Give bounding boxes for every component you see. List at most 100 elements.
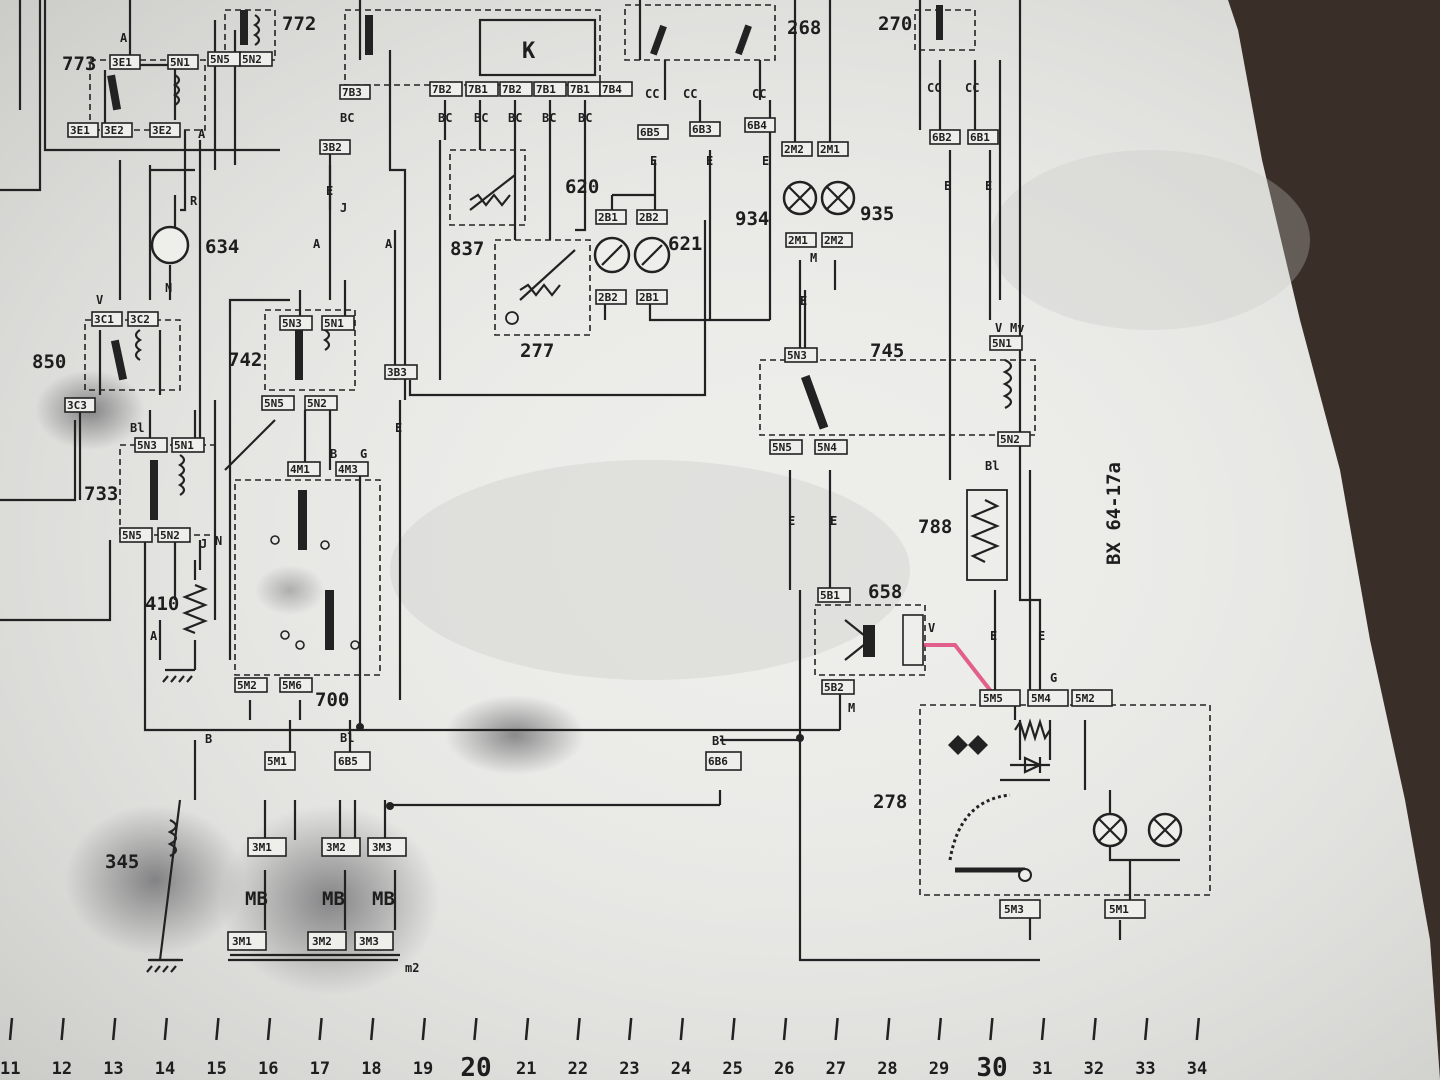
component-symbols <box>107 5 1183 973</box>
wire-label: E <box>944 179 951 193</box>
wire-label: CC <box>752 87 766 101</box>
wire-label: G <box>360 447 367 461</box>
ruler-tick <box>885 1017 891 1041</box>
conn-label: 5N5 <box>210 53 230 66</box>
label-658: 658 <box>868 581 902 603</box>
conn-label: 5N3 <box>787 349 807 362</box>
ruler-tick <box>473 1017 478 1041</box>
conn-label: 2B1 <box>639 291 659 304</box>
wire-label: R <box>190 194 198 208</box>
ruler-tick <box>1040 1017 1046 1041</box>
wire-label: B <box>330 447 337 461</box>
wire-label: A <box>120 31 128 45</box>
ruler-label: 23 <box>619 1059 639 1079</box>
ruler-tick <box>1092 1017 1097 1041</box>
conn-label: 3E2 <box>104 124 124 137</box>
component-numbers: 772 773 634 850 733 410 742 700 345 837 … <box>32 13 1125 975</box>
ruler-tick <box>163 1017 169 1041</box>
ruler-tick <box>989 1017 994 1041</box>
conn-label: 4M3 <box>338 463 358 476</box>
label-788: 788 <box>918 516 952 538</box>
ruler-label: 25 <box>722 1059 742 1079</box>
conn-label: 5N1 <box>992 337 1012 350</box>
wire-label: Mv <box>1010 321 1024 335</box>
label-270: 270 <box>878 13 912 35</box>
conn-label: 3B3 <box>387 366 407 379</box>
wire-label: BC <box>340 111 354 125</box>
conn-label: 5N5 <box>122 529 142 542</box>
wire-label: B <box>205 732 212 746</box>
conn-label: 4M1 <box>290 463 310 476</box>
ruler-tick <box>369 1017 375 1041</box>
conn-label: 6B5 <box>338 755 358 768</box>
label-277: 277 <box>520 340 554 362</box>
label-837: 837 <box>450 238 484 260</box>
label-410: 410 <box>145 593 179 615</box>
wire-label: CC <box>927 81 941 95</box>
ruler-label: 12 <box>52 1059 72 1079</box>
ruler-label: 33 <box>1135 1059 1155 1079</box>
wire-label: MB <box>372 888 395 910</box>
conn-label: 5N2 <box>160 529 180 542</box>
conn-label: 5N5 <box>772 441 792 454</box>
wire-label: A <box>385 237 393 251</box>
wire-labels: MB MB MB BC BC BC BC BC BC CC CC CC CC C… <box>96 31 1057 910</box>
conn-label: 7B1 <box>468 83 488 96</box>
ruler-tick <box>782 1017 788 1041</box>
conn-label: 6B5 <box>640 126 660 139</box>
wire-label: J <box>340 201 347 215</box>
ruler-tick <box>834 1017 839 1041</box>
wire-label: M <box>810 251 817 265</box>
conn-label: 2M1 <box>820 143 840 156</box>
ruler-label: 31 <box>1032 1059 1052 1079</box>
ruler-label: 30 <box>976 1053 1007 1080</box>
conn-label: 5B1 <box>820 589 840 602</box>
wire-label: BC <box>474 111 488 125</box>
conn-label: 3B2 <box>322 141 342 154</box>
conn-label: 5M5 <box>983 692 1003 705</box>
ruler-label: 22 <box>568 1059 588 1079</box>
conn-label: 6B4 <box>747 119 767 132</box>
ruler-tick <box>318 1017 323 1041</box>
ruler-label: 20 <box>460 1053 491 1080</box>
conn-label: 5B2 <box>824 681 844 694</box>
wire-label: Bl <box>985 459 999 473</box>
wire-label: E <box>788 514 795 528</box>
conn-label: 7B1 <box>536 83 556 96</box>
wire-label: G <box>1050 671 1057 685</box>
conn-label: 7B2 <box>432 83 452 96</box>
ruler-label: 18 <box>361 1059 381 1079</box>
wire-label: MB <box>322 888 345 910</box>
label-278: 278 <box>873 791 907 813</box>
conn-label: 6B2 <box>932 131 952 144</box>
conn-label: 7B4 <box>602 83 622 96</box>
conn-label: 6B6 <box>708 755 728 768</box>
conn-label: 5N5 <box>264 397 284 410</box>
conn-label: 3M2 <box>326 841 346 854</box>
wire-label: N <box>165 281 172 295</box>
wire-label: BC <box>508 111 522 125</box>
highlighted-wire <box>923 643 992 692</box>
wire-network <box>0 0 1180 962</box>
ruler-label: 28 <box>877 1059 897 1079</box>
ruler-label: 19 <box>413 1059 433 1079</box>
ruler-label: 11 <box>0 1059 20 1079</box>
wire-label: E <box>706 154 713 168</box>
conn-label: 7B2 <box>502 83 522 96</box>
conn-label: 2M2 <box>784 143 804 156</box>
wire-label: BC <box>578 111 592 125</box>
label-268: 268 <box>787 17 821 39</box>
conn-label: 7B1 <box>570 83 590 96</box>
ruler-label: 16 <box>258 1059 278 1079</box>
conn-label: 5M3 <box>1004 903 1024 916</box>
ruler-label: 34 <box>1187 1059 1207 1079</box>
connector-blocks <box>64 51 1146 951</box>
label-620: 620 <box>565 176 599 198</box>
connector-labels: 3E1 3E2 3E2 3E1 5N1 5N5 5N2 7B3 3B2 3C1 … <box>67 53 1129 948</box>
wire-label: N <box>215 534 222 548</box>
conn-label: 3M1 <box>252 841 272 854</box>
wire-label: V <box>96 293 103 307</box>
conn-label: 3M3 <box>372 841 392 854</box>
conn-label: 7B3 <box>342 86 362 99</box>
wire-label: MB <box>245 888 268 910</box>
